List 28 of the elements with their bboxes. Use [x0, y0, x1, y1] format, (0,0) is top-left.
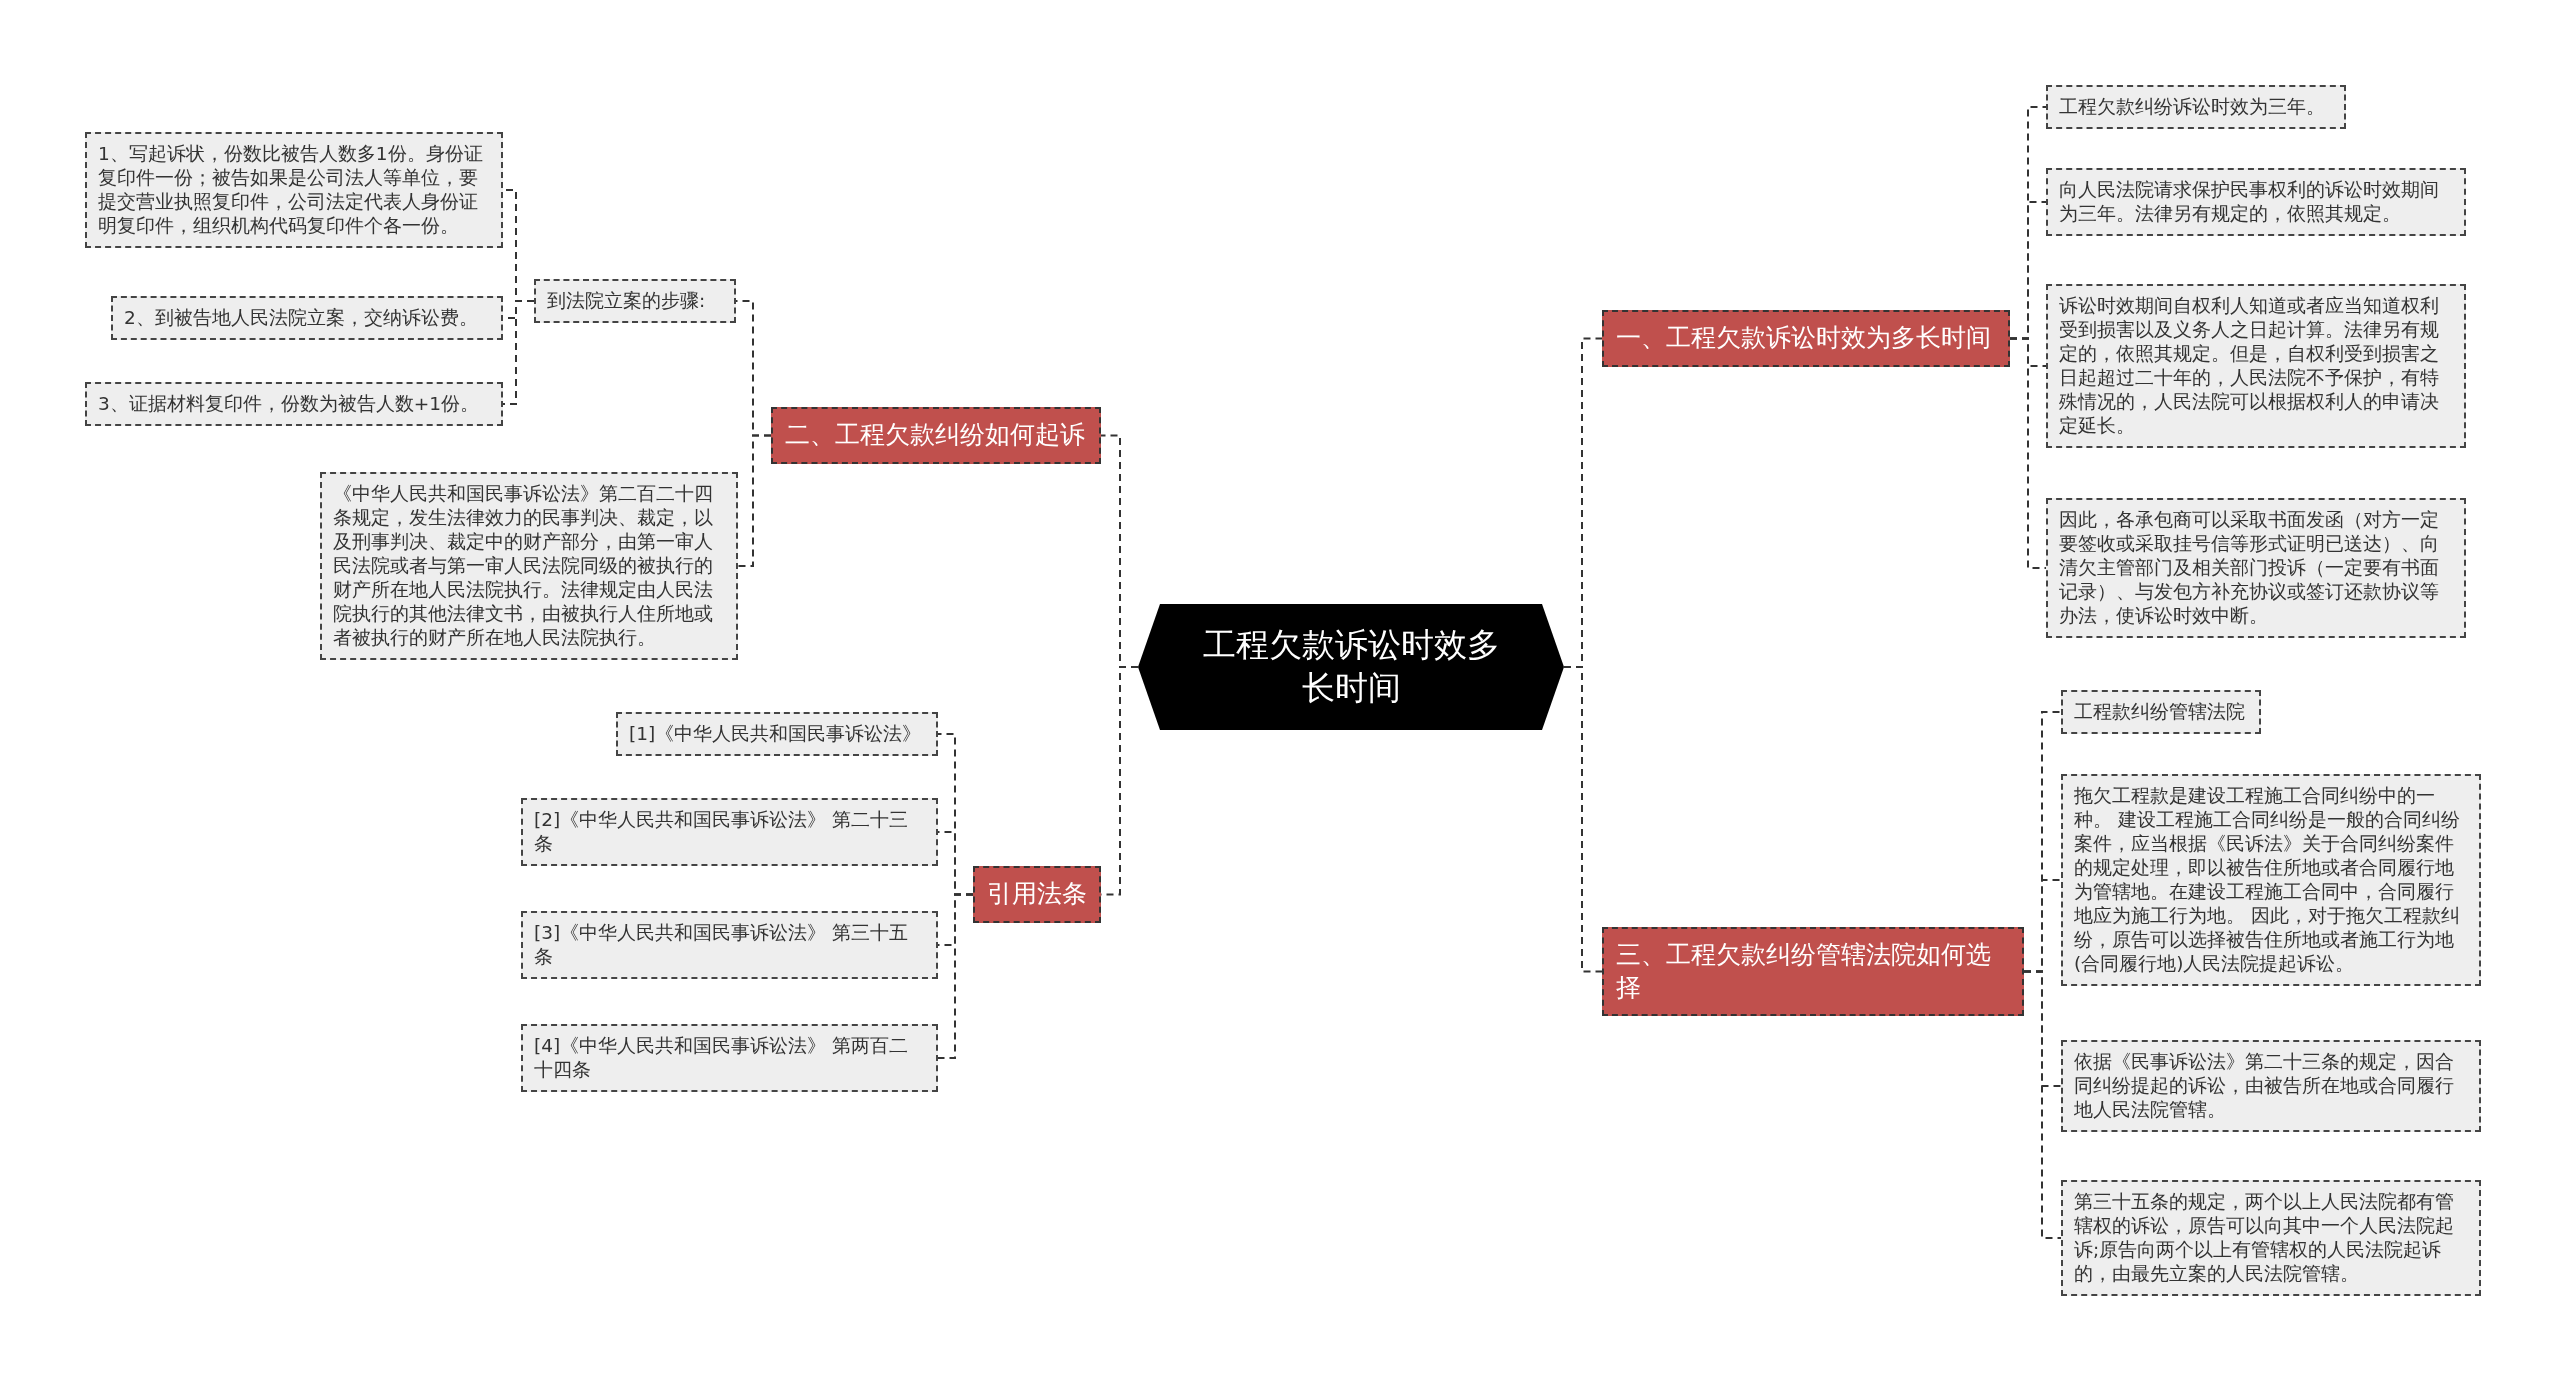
subtopic-box: 依据《民事诉讼法》第二十三条的规定，因合同纠纷提起的诉讼，由被告所在地或合同履行地人民法院管辖。	[2061, 1040, 2481, 1133]
branch-topic: 三、工程欠款纠纷管辖法院如何选择	[1602, 927, 2024, 1016]
subtopic-box: 第三十五条的规定，两个以上人民法院都有管辖权的诉讼，原告可以向其中一个人民法院起诉;原告向两个以上有管辖权的人民法院起诉的，由最先立案的人民法院管辖。	[2061, 1180, 2481, 1297]
branch-topic: 引用法条	[973, 866, 1101, 923]
connector-line	[937, 893, 974, 1059]
connector-line	[2023, 970, 2062, 1239]
central-topic: 工程欠款诉讼时效多长时间	[1138, 604, 1564, 730]
connector-line	[2009, 337, 2047, 569]
subtopic-box: [3]《中华人民共和国民事诉讼法》 第三十五条	[521, 911, 938, 980]
subtopic-box: 2、到被告地人民法院立案，交纳诉讼费。	[111, 296, 503, 341]
branch-topic: 二、工程欠款纠纷如何起诉	[771, 407, 1101, 464]
connector-line	[737, 434, 772, 567]
subtopic-box: [4]《中华人民共和国民事诉讼法》 第两百二十四条	[521, 1024, 938, 1093]
subtopic-box: 3、证据材料复印件，份数为被告人数+1份。	[85, 382, 503, 427]
connector-line	[502, 300, 535, 405]
branch-topic: 一、工程欠款诉讼时效为多长时间	[1602, 310, 2010, 367]
connector-line	[1563, 666, 1603, 973]
subtopic-box: 工程款纠纷管辖法院	[2061, 690, 2261, 735]
subtopic-box: 工程欠款纠纷诉讼时效为三年。	[2046, 85, 2346, 130]
subtopic-box: 诉讼时效期间自权利人知道或者应当知道权利受到损害以及义务人之日起计算。法律另有规定的，依照其规定。但是，自权利受到损害之日起超过二十年的，人民法院不予保护，有特殊情况的，人民法院可以根据权利人的申请决定延长。	[2046, 284, 2466, 449]
subtopic-box: 1、写起诉状，份数比被告人数多1份。身份证复印件一份；被告如果是公司法人等单位，要提交营业执照复印件，公司法定代表人身份证明复印件，组织机构代码复印件个各一份。	[85, 132, 503, 249]
subtopic-box: 因此，各承包商可以采取书面发函（对方一定要签收或采取挂号信等形式证明已送达）、向清欠主管部门及相关部门投诉（一定要有书面记录）、与发包方补充协议或签订还款协议等办法，使诉讼时效中断。	[2046, 498, 2466, 639]
subtopic-box: [1]《中华人民共和国民事诉讼法》	[616, 712, 938, 757]
subtopic-box: 《中华人民共和国民事诉讼法》第二百二十四条规定，发生法律效力的民事判决、裁定，以及刑事判决、裁定中的财产部分，由第一审人民法院或者与第一审人民法院同级的被执行的财产所在地人民法院执行。法律规定由人民法院执行的其他法律文书，由被执行人住所地或者被执行的财产所在地人民法院执行。	[320, 472, 738, 661]
subtopic-box: 到法院立案的步骤:	[534, 279, 736, 324]
subtopic-box: 拖欠工程款是建设工程施工合同纠纷中的一种。 建设工程施工合同纠纷是一般的合同纠纷案件，应当根据《民诉法》关于合同纠纷案件的规定处理，即以被告住所地或者合同履行地为管辖地。在建设工程施工合同中，合同履行地应为施工行为地。 因此，对于拖欠工程款纠纷，原告可以选择被告住所地或者施工行为地(合同履行地)人民法院提起诉讼。	[2061, 774, 2481, 987]
subtopic-box: [2]《中华人民共和国民事诉讼法》 第二十三条	[521, 798, 938, 867]
subtopic-box: 向人民法院请求保护民事权利的诉讼时效期间为三年。法律另有规定的，依照其规定。	[2046, 168, 2466, 237]
